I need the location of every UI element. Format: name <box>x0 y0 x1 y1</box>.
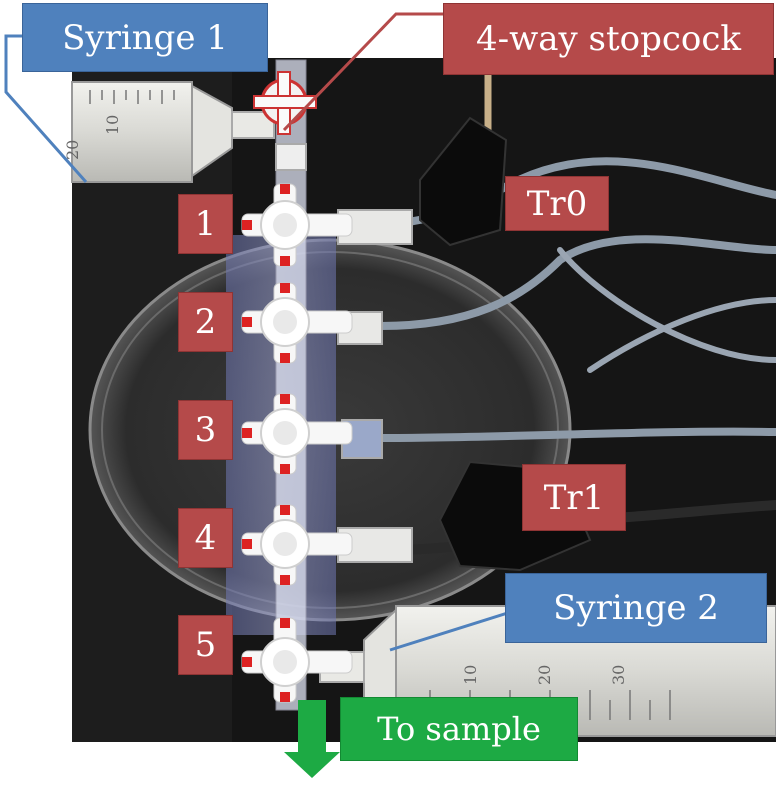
to-sample-arrow <box>284 700 340 778</box>
valve-4 <box>241 504 353 586</box>
tr1-label: Tr1 <box>522 464 626 531</box>
syringe-2-label: Syringe 2 <box>505 573 767 643</box>
syringe-1-mark-20: 20 <box>63 140 82 160</box>
valve-2 <box>241 282 353 364</box>
syringe-1-body: 10 20 <box>63 81 275 183</box>
valves <box>241 183 353 703</box>
valve-number-2: 2 <box>178 292 233 352</box>
syringe-1-mark-10: 10 <box>103 115 122 135</box>
syringe-1-label: Syringe 1 <box>22 3 268 72</box>
syringe-2-mark-20: 20 <box>535 665 554 685</box>
valve-number-4: 4 <box>178 508 233 568</box>
stopcock-label: 4-way stopcock <box>443 3 774 75</box>
stopcock-leader <box>282 12 443 132</box>
syringe-2-mark-10: 10 <box>461 665 480 685</box>
valve-number-3: 3 <box>178 400 233 460</box>
tape-tr0 <box>419 116 508 247</box>
valve-3 <box>241 393 353 475</box>
syringe-2-mark-30: 30 <box>609 665 628 685</box>
stopcock-top <box>253 71 317 171</box>
syringe-1-leader <box>4 34 88 183</box>
valve-5 <box>241 617 353 703</box>
tr0-label: Tr0 <box>505 176 609 231</box>
valve-number-5: 5 <box>178 615 233 675</box>
valve-1 <box>241 183 353 267</box>
to-sample-label: To sample <box>340 697 578 761</box>
valve-number-1: 1 <box>178 194 233 254</box>
